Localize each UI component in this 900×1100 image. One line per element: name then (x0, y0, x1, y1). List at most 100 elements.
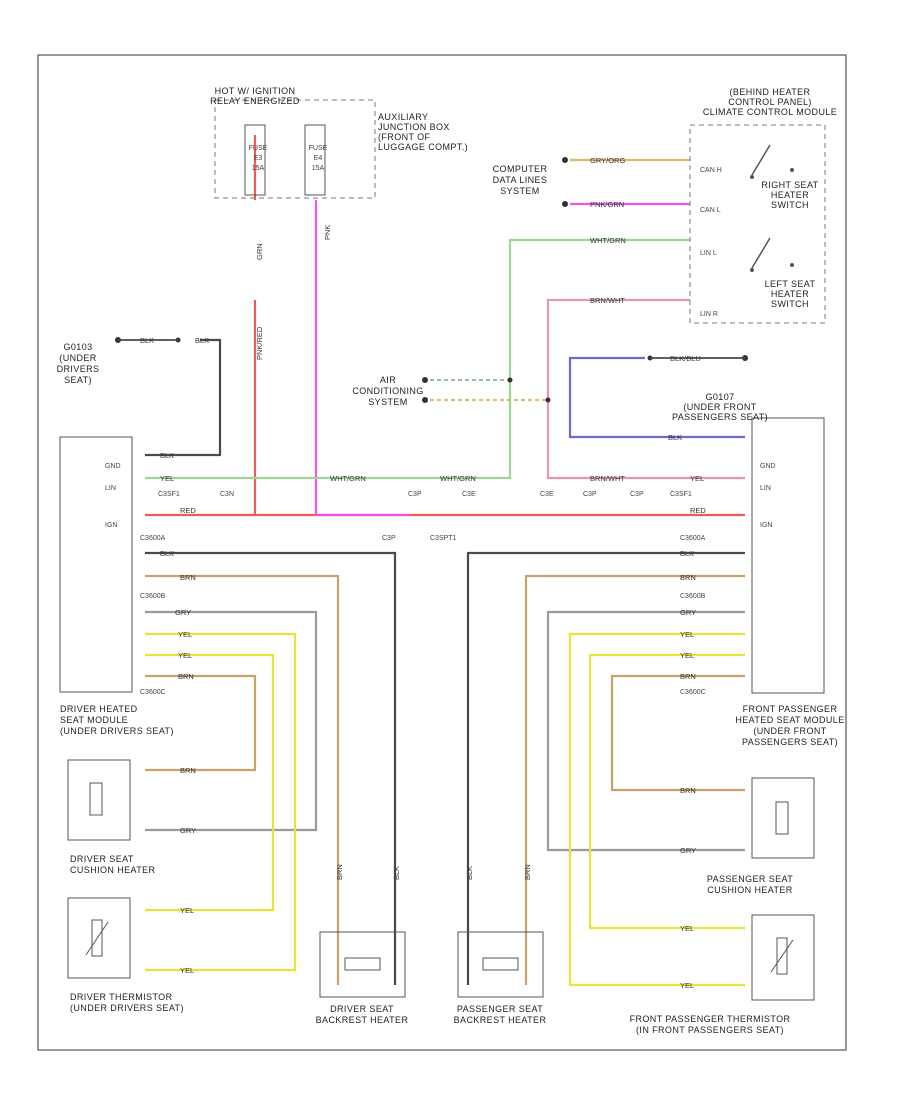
wire-label-brn-wht-32: BRN/WHT (590, 474, 625, 483)
splice-green (507, 377, 513, 383)
aux-junction-line-3: LUGGAGE COMPT.) (378, 142, 468, 152)
mid-connector-6: C3P (630, 491, 644, 498)
wire-label-gry-22: GRY (680, 846, 696, 855)
driver-backrest-heater (319, 931, 406, 998)
diagram-frame (37, 54, 847, 1051)
passenger-thermistor (751, 914, 815, 1001)
left-connector-2: C3600C (140, 689, 166, 696)
switch-pin-0: CAN H (700, 167, 722, 174)
mid-connector-5: C3P (583, 491, 597, 498)
passenger-backrest-heater (457, 931, 544, 998)
wire-blue-gnd (568, 356, 745, 439)
wire-label-brn-16: BRN (680, 573, 696, 582)
g-left-line-3: SEAT) (64, 375, 92, 385)
wire-label-red-0: RED (180, 506, 196, 515)
fuse-right-line-0: FUSE (309, 145, 328, 152)
driver-cushion-heater (67, 759, 131, 841)
left-module-pin-2: IGN (105, 522, 117, 529)
left-module-pin-1: LIN (105, 485, 116, 492)
wire-label-yel-18: YEL (680, 630, 694, 639)
wire-label-brn-wht-30: BRN/WHT (590, 296, 625, 305)
left-connector-0: C3600A (140, 535, 166, 542)
wire-label-gry-12: GRY (180, 826, 196, 835)
pass-module-line-3: PASSENGERS SEAT) (742, 737, 838, 747)
wire-red-ign (145, 135, 745, 517)
right-connector-1: C3600B (680, 593, 706, 600)
wire-label-blk-15: BLK (680, 549, 694, 558)
aux-junction-box (214, 99, 376, 199)
left-connector-1: C3600B (140, 593, 166, 600)
mid-connector-7: C3SF1 (670, 491, 692, 498)
wire-label-blk-40: BLK (392, 866, 401, 880)
driver-backrest-element (344, 957, 381, 971)
right-switch-contact (751, 144, 771, 176)
wire-label-gry-17: GRY (680, 608, 696, 617)
wire-right-yel1 (568, 632, 745, 987)
left-switch-line-1: HEATER (771, 289, 809, 299)
driver-thermistor-element (91, 919, 103, 957)
wire-label-brn-21: BRN (680, 786, 696, 795)
passenger-heated-seat-module (751, 417, 825, 694)
wire-label-yel-13: YEL (180, 906, 194, 915)
climate-control-panel (689, 124, 826, 324)
wire-label-brn-11: BRN (180, 766, 196, 775)
wire-left-brn (145, 574, 340, 985)
fuse-left-line-1: E3 (254, 155, 263, 162)
wire-right-brn (524, 574, 745, 985)
driver-module-line-0: DRIVER HEATED (60, 704, 138, 714)
pass-thermistor-line-0: FRONT PASSENGER THERMISTOR (630, 1014, 791, 1024)
pass-module-line-0: FRONT PASSENGER (743, 704, 838, 714)
right-switch-pivot (750, 175, 754, 179)
wire-label-blk-34: BLK (195, 336, 209, 345)
wire-label-wht-grn-26: WHT/GRN (440, 474, 476, 483)
wire-right-yel2 (588, 653, 745, 930)
left-switch-contact (751, 237, 771, 269)
driver-heated-seat-module (59, 436, 133, 693)
switch-pin-3: LIN R (700, 311, 718, 318)
computer-data-line-1: DATA LINES (493, 175, 548, 185)
wire-label-brn-10: BRN (178, 672, 194, 681)
wire-label-red-1: RED (690, 506, 706, 515)
left-switch-line-0: LEFT SEAT (765, 279, 816, 289)
left-switch-pivot (750, 268, 754, 272)
driver-module-line-1: SEAT MODULE (60, 715, 128, 725)
driver-thermistor (67, 897, 131, 979)
driver-thermistor-line-1: (UNDER DRIVERS SEAT) (70, 1003, 184, 1013)
left-module-pin-0: GND (105, 463, 121, 470)
driver-backrest-line-0: DRIVER SEAT (330, 1004, 394, 1014)
wire-right-brn2 (610, 674, 745, 792)
pass-cushion-line-1: CUSHION HEATER (707, 885, 793, 895)
mid-connector-3: C3E (462, 491, 476, 498)
mid-connector-4: C3E (540, 491, 554, 498)
fuse-left-line-2: 15A (252, 165, 265, 172)
wire-label-yel-24: YEL (680, 981, 694, 990)
fuse-left-line-0: FUSE (249, 145, 268, 152)
computer-data-line-2: SYSTEM (500, 186, 539, 196)
ac-system-line-1: CONDITIONING (352, 386, 423, 396)
wire-label-brn-39: BRN (335, 864, 344, 880)
driver-backrest-line-1: BACKREST HEATER (316, 1015, 409, 1025)
rear-panel-line-2: CLIMATE CONTROL MODULE (703, 107, 837, 117)
passenger-thermistor-element (776, 937, 788, 975)
wire-label-brn-5: BRN (180, 573, 196, 582)
wire-black-gnd-left (145, 338, 222, 457)
pass-module-line-1: HEATED SEAT MODULE (735, 715, 844, 725)
wire-left-yel1 (145, 632, 297, 972)
driver-cushion-line-1: CUSHION HEATER (70, 865, 156, 875)
wire-label-pnk-vert-38: PNK/RED (255, 326, 264, 360)
right-switch-line-0: RIGHT SEAT (761, 180, 818, 190)
wire-left-yel2 (145, 653, 275, 912)
driver-thermistor-arrow (85, 921, 109, 956)
g-left-line-1: (UNDER (59, 353, 96, 363)
ac-dot-2 (422, 397, 428, 403)
wire-label-wht-grn-29: WHT/GRN (590, 236, 626, 245)
pass-module-line-2: (UNDER FRONT (753, 726, 826, 736)
wire-pink (314, 200, 410, 517)
wire-label-pnk-grn-28: PNK/GRN (590, 200, 624, 209)
driver-thermistor-line-0: DRIVER THERMISTOR (70, 992, 173, 1002)
right-switch-line-1: HEATER (771, 190, 809, 200)
ac-system-wires (430, 379, 548, 401)
wire-label-yel-14: YEL (180, 966, 194, 975)
wire-left-gry (145, 610, 318, 832)
